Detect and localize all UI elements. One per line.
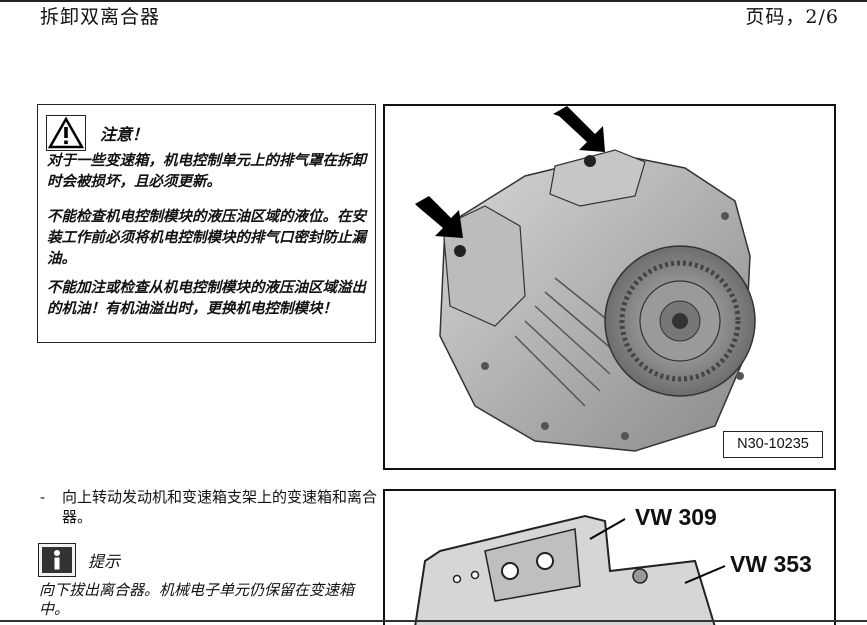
warning-triangle-icon — [46, 115, 86, 151]
tool-label-vw353: VW 353 — [730, 551, 812, 577]
caution-paragraph-2: 不能检查机电控制模块的液压油区域的液位。在安装工作前必须将机电控制模块的排气口密… — [47, 208, 366, 267]
gearbox-illustration — [415, 106, 756, 452]
figure-label: N30-10235 — [723, 431, 823, 458]
caution-box: 注意！ 对于一些变速箱，机电控制单元上的排气罩在拆卸时会被损坏，且必须更新。 不… — [37, 104, 376, 343]
caution-title: 注意！ — [100, 125, 149, 144]
info-icon — [38, 543, 76, 577]
caution-paragraph-1: 对于一些变速箱，机电控制单元上的排气罩在拆卸时会被损坏，且必须更新。 — [47, 152, 366, 190]
footer-rule — [0, 620, 867, 622]
hint-title: 提示 — [88, 552, 121, 571]
page-number: 页码，2/6 — [745, 6, 839, 28]
tool-figure: VW 309 VW 353 — [383, 489, 836, 625]
step-dash: - — [40, 488, 46, 506]
hint-text: 向下拔出离合器。机械电子单元仍保留在变速箱中。 — [39, 581, 355, 618]
tool-illustration — [414, 514, 726, 625]
header-rule — [0, 0, 867, 2]
arrow-icon — [415, 106, 605, 238]
step-text: 向上转动发动机和变速箱支架上的变速箱和离合器。 — [62, 488, 378, 526]
tool-label-vw309: VW 309 — [635, 504, 717, 530]
gearbox-figure: N30-10235 — [383, 104, 836, 470]
caution-paragraph-3: 不能加注或检查从机电控制模块的液压油区域溢出的机油！有机油溢出时，更换机电控制模… — [47, 279, 366, 317]
document-title: 拆卸双离合器 — [40, 6, 161, 28]
